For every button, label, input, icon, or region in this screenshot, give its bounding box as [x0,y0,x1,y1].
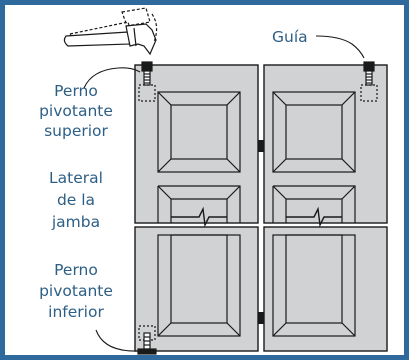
svg-text:Lateral: Lateral [49,169,103,187]
label-jamb-side: Lateral de la jamba [49,169,103,231]
svg-text:pivotante: pivotante [39,282,113,300]
svg-text:pivotante: pivotante [39,102,113,120]
hinge-upper [258,140,264,152]
svg-text:Perno: Perno [54,82,98,100]
hammer-icon [63,7,158,56]
svg-text:superior: superior [44,122,108,140]
leader-guide [315,35,365,59]
break-marker-right [286,206,342,228]
svg-text:de la: de la [57,191,95,209]
label-top-pivot: Perno pivotante superior [39,82,113,140]
leader-top-pivot [83,67,141,89]
break-marker-left [171,206,227,228]
top-pivot-pin [138,61,156,102]
label-guide: Guía [272,28,308,46]
svg-text:Perno: Perno [54,261,98,279]
break-markers [171,206,342,228]
leader-bottom-pivot [95,329,139,352]
inset-right-upper-inner [285,104,343,160]
raised-insets [157,91,356,337]
hinge-lower [258,312,264,324]
leader-lines [83,35,365,352]
label-bottom-pivot: Perno pivotante inferior [39,261,113,321]
svg-text:jamba: jamba [51,213,100,231]
panel-bottom-right [263,226,388,352]
svg-text:inferior: inferior [48,303,104,321]
hinges [258,140,264,324]
guide-pin [360,61,378,102]
inset-left-upper-inner [170,104,228,160]
